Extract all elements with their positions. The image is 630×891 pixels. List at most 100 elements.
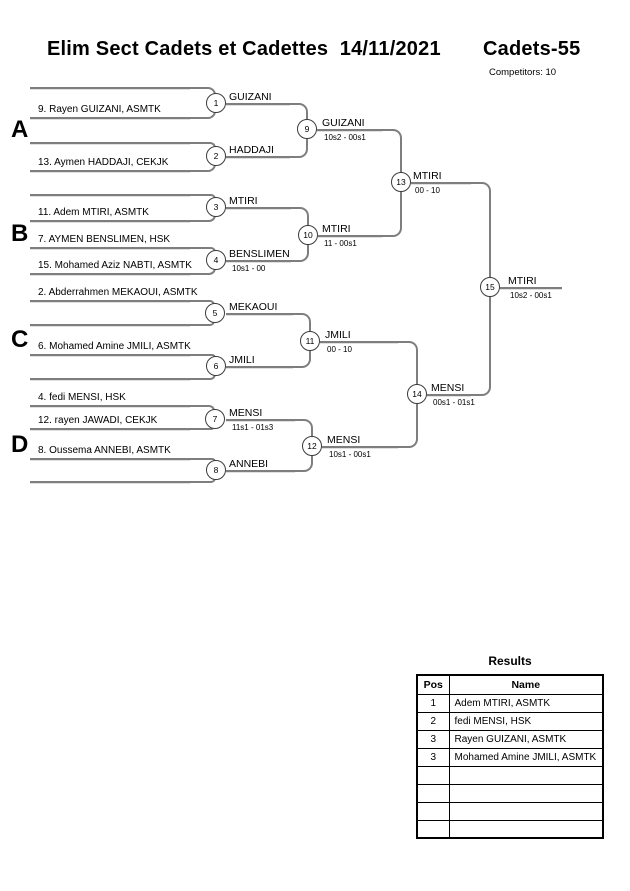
results-col-pos: Pos xyxy=(416,674,450,695)
match-number-badge: 5 xyxy=(205,303,225,323)
match-number-badge: 3 xyxy=(206,197,226,217)
player-name: 9. Rayen GUIZANI, ASMTK xyxy=(38,104,161,115)
player-name: 12. rayen JAWADI, CEKJK xyxy=(38,415,158,426)
match-winner-label: HADDAJI xyxy=(229,144,274,156)
result-pos xyxy=(416,765,450,785)
result-name: fedi MENSI, HSK xyxy=(448,711,604,731)
bracket-line xyxy=(30,481,190,483)
match-winner-label: MTIRI xyxy=(322,223,351,235)
match-winner-label: JMILI xyxy=(229,354,255,366)
bracket-line xyxy=(190,87,216,95)
results-row xyxy=(416,765,604,785)
results-title: Results xyxy=(488,654,532,668)
bracket-line xyxy=(190,321,215,326)
bracket-line xyxy=(30,247,190,249)
bracket-line xyxy=(226,260,291,262)
player-name: 11. Adem MTIRI, ASMTK xyxy=(38,207,149,218)
group-label-d: D xyxy=(11,431,29,458)
bracket-line xyxy=(226,156,290,158)
match-winner-label: GUIZANI xyxy=(229,91,272,103)
result-name: Adem MTIRI, ASMTK xyxy=(448,693,604,713)
bracket-line xyxy=(30,300,190,302)
bracket-line xyxy=(226,470,295,472)
bracket-line xyxy=(30,378,190,380)
bracket-line xyxy=(30,354,190,356)
result-name xyxy=(448,819,604,839)
bracket-line xyxy=(500,287,562,289)
results-row: 3 Mohamed Amine JMILI, ASMTK xyxy=(416,747,604,767)
match-score: 00 - 10 xyxy=(415,186,440,195)
player-name: 2. Abderrahmen MEKAOUI, ASMTK xyxy=(38,287,198,298)
result-pos: 3 xyxy=(416,729,450,749)
bracket-line xyxy=(290,103,308,121)
match-winner-label: MENSI xyxy=(431,382,465,394)
player-name: 6. Mohamed Amine JMILI, ASMTK xyxy=(38,341,191,352)
results-header-row: Pos Name xyxy=(416,674,604,695)
bracket-line xyxy=(30,273,190,275)
player-name: 13. Aymen HADDAJI, CEKJK xyxy=(38,157,169,168)
match-number-badge: 1 xyxy=(206,93,226,113)
match-score: 10s2 - 00s1 xyxy=(510,291,552,300)
bracket-line xyxy=(30,117,190,119)
bracket-line xyxy=(318,235,382,237)
bracket-line xyxy=(190,215,216,222)
bracket-line xyxy=(30,142,190,144)
page-title: Elim Sect Cadets et Cadettes 14/11/2021 xyxy=(47,38,441,60)
result-name: Mohamed Amine JMILI, ASMTK xyxy=(448,747,604,767)
match-winner-label: MTIRI xyxy=(229,195,258,207)
result-name: Rayen GUIZANI, ASMTK xyxy=(448,729,604,749)
match-number-badge: 2 xyxy=(206,146,226,166)
results-row: 2 fedi MENSI, HSK xyxy=(416,711,604,731)
bracket-line xyxy=(190,478,216,483)
match-score: 10s1 - 00 xyxy=(232,264,266,273)
player-name: 8. Oussema ANNEBI, ASMTK xyxy=(38,445,171,456)
bracket-line xyxy=(30,170,190,172)
result-pos xyxy=(416,819,450,839)
bracket-line xyxy=(382,190,402,237)
match-number-badge: 15 xyxy=(480,277,500,297)
group-label-a: A xyxy=(11,116,29,143)
group-label-c: C xyxy=(11,326,29,353)
bracket-line xyxy=(471,182,491,279)
bracket-line xyxy=(30,428,190,430)
results-row xyxy=(416,801,604,821)
match-score: 10s2 - 00s1 xyxy=(324,133,366,142)
match-number-badge: 9 xyxy=(297,119,317,139)
results-row xyxy=(416,783,604,803)
competitors-count: Competitors: 10 xyxy=(489,67,557,78)
bracket-line xyxy=(317,129,382,131)
player-name: 7. AYMEN BENSLIMEN, HSK xyxy=(38,234,171,245)
result-name xyxy=(448,765,604,785)
match-winner-label: GUIZANI xyxy=(322,117,365,129)
bracket-line xyxy=(30,324,190,326)
match-winner-label: MEKAOUI xyxy=(229,301,278,313)
bracket-line xyxy=(226,313,293,315)
bracket-line xyxy=(290,137,308,158)
bracket-line xyxy=(190,405,215,411)
bracket-line xyxy=(291,243,309,262)
match-winner-label: ANNEBI xyxy=(229,458,269,470)
result-pos: 3 xyxy=(416,747,450,767)
bracket-line xyxy=(190,247,216,252)
result-pos: 1 xyxy=(416,693,450,713)
match-number-badge: 6 xyxy=(206,356,226,376)
match-score: 11 - 00s1 xyxy=(324,239,357,248)
bracket-line xyxy=(190,374,216,380)
bracket-line xyxy=(30,87,190,89)
bracket-line xyxy=(190,300,215,305)
bracket-line xyxy=(226,103,290,105)
match-winner-label: MENSI xyxy=(229,407,263,419)
match-score: 00 - 10 xyxy=(327,345,352,354)
bracket-line xyxy=(398,341,418,386)
bracket-line xyxy=(226,207,291,209)
match-number-badge: 8 xyxy=(206,460,226,480)
bracket-line xyxy=(30,220,190,222)
match-number-badge: 11 xyxy=(300,331,320,351)
champion-label: MTIRI xyxy=(508,275,537,287)
match-number-badge: 10 xyxy=(298,225,318,245)
match-number-badge: 12 xyxy=(302,436,322,456)
match-winner-label: JMILI xyxy=(325,329,351,341)
bracket-line xyxy=(291,207,309,227)
bracket-line xyxy=(30,458,190,460)
bracket-line xyxy=(293,313,311,333)
